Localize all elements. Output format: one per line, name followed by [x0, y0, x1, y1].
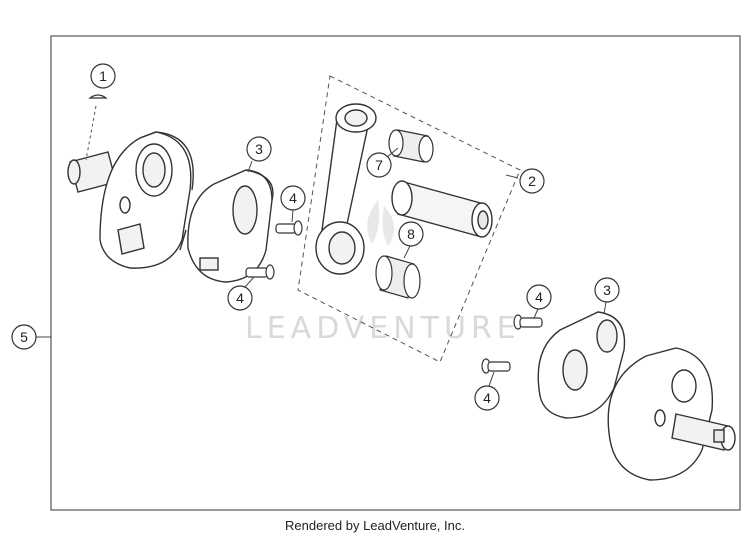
left-pin-lower [245, 264, 275, 280]
svg-text:4: 4 [535, 289, 543, 305]
conrod-group-box [297, 75, 521, 363]
callout-7: 7 [366, 152, 392, 178]
right-counterweight [537, 311, 626, 419]
callout-4-left-lower: 4 [227, 285, 253, 311]
svg-text:4: 4 [483, 390, 491, 406]
callout-1: 1 [90, 63, 116, 89]
right-pin-lower [481, 358, 511, 374]
svg-text:1: 1 [99, 68, 107, 84]
left-counterweight [179, 169, 274, 283]
callout-4-right-lower: 4 [474, 385, 500, 411]
small-end-bearing [388, 129, 434, 163]
leader-lines [36, 147, 607, 387]
callout-3-right: 3 [594, 277, 620, 303]
crank-pin [391, 180, 493, 238]
callout-4-left-upper: 4 [280, 185, 306, 211]
callout-8: 8 [398, 221, 424, 247]
svg-text:4: 4 [289, 190, 297, 206]
callout-3-left: 3 [246, 136, 272, 162]
connecting-rod [315, 103, 377, 275]
key-leader [85, 105, 97, 161]
svg-text:4: 4 [236, 290, 244, 306]
svg-text:8: 8 [407, 226, 415, 242]
watermark: LEADVENTURE [245, 200, 521, 346]
svg-text:2: 2 [528, 173, 536, 189]
svg-text:5: 5 [20, 329, 28, 345]
diagram-frame [50, 35, 741, 511]
right-pin-upper [513, 314, 543, 330]
svg-text:3: 3 [603, 282, 611, 298]
left-crank-web [67, 131, 194, 269]
big-end-bearing [375, 255, 421, 299]
woodruff-key [88, 94, 108, 99]
callout-2: 2 [519, 168, 545, 194]
render-credit: Rendered by LeadVenture, Inc. [285, 518, 465, 533]
callout-4-right-upper: 4 [526, 284, 552, 310]
left-pin-upper [275, 220, 303, 236]
watermark-text: LEADVENTURE [245, 311, 521, 346]
right-crank-web [607, 347, 736, 481]
svg-text:3: 3 [255, 141, 263, 157]
svg-text:7: 7 [375, 157, 383, 173]
callout-5: 5 [11, 324, 37, 350]
